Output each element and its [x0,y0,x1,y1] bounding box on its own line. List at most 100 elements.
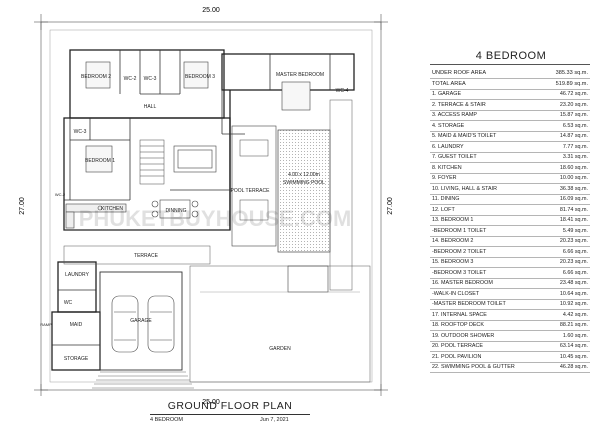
schedule-value: 23.48 sq.m. [559,280,588,286]
schedule-label: -BEDROOM 3 TOILET [432,269,487,276]
schedule-value: 10.92 sq.m. [559,301,588,307]
room-wc-2b: WC-2 [55,192,66,197]
room-laundry: LAUNDRY [65,272,89,278]
schedule-label: 22. SWIMMING POOL & GUTTER [432,364,515,370]
schedule-value: 7.77 sq.m. [562,143,588,150]
room-hall: HALL [144,104,157,110]
room-wc-3: WC-3 [144,76,157,82]
room-pool-size: 4.00 x 12.00m [288,172,320,178]
schedule-label: TOTAL AREA [432,80,466,87]
drawing-date: Jun 7, 2021 [260,417,289,423]
room-dining: DINNING [165,208,186,214]
schedule-row: 12. LOFT 81.74 sq.m. [430,205,590,216]
schedule-rule [430,64,590,65]
room-garage: GARAGE [130,318,152,324]
schedule-label: 17. INTERNAL SPACE [432,311,487,318]
schedule-row: 21. POOL PAVILION 10.45 sq.m. [430,352,590,363]
schedule-title: 4 BEDROOM [475,50,547,62]
schedule-row: 6. LAUNDRY 7.77 sq.m. [430,142,590,153]
schedule-label: -BEDROOM 2 TOILET [432,248,487,255]
schedule-row: -MASTER BEDROOM TOILET 10.92 sq.m. [430,299,590,310]
schedule-value: 46.72 sq.m. [559,91,588,97]
room-ramp: RAMP [40,322,52,327]
schedule-label: 4. STORAGE [432,122,465,129]
schedule-row: 5. MAID & MAID'S TOILET 14.87 sq.m. [430,131,590,142]
schedule-row: 20. POOL TERRACE 63.14 sq.m. [430,341,590,352]
schedule-value: 88.21 sq.m. [559,322,588,328]
room-swimming-pool: SWIMMING POOL [283,180,325,186]
schedule-label: -BEDROOM 1 TOILET [432,227,487,234]
dim-right: 27.00 [387,197,394,215]
schedule-value: 6.66 sq.m. [562,269,588,276]
room-garden: GARDEN [269,346,291,352]
schedule-value: 63.14 sq.m. [559,343,588,349]
room-pool-terrace: POOL TERRACE [231,188,271,194]
schedule-row: 18. ROOFTOP DECK 88.21 sq.m. [430,320,590,331]
schedule-label: 16. MASTER BEDROOM [432,280,493,286]
schedule-row: TOTAL AREA 519.89 sq.m. [430,79,590,90]
schedule-value: 23.20 sq.m. [559,101,588,108]
schedule-value: 16.09 sq.m. [559,196,588,202]
schedule-value: 4.42 sq.m. [562,311,588,318]
room-bedroom-1: BEDROOM 1 [85,158,115,164]
schedule-value: 5.49 sq.m. [562,227,588,234]
schedule-value: 519.89 sq.m. [555,80,588,87]
room-kitchen: KITCHEN [101,206,123,212]
schedule-label: 21. POOL PAVILION [432,353,482,360]
room-wc-2: WC-2 [124,76,137,82]
drawing-title-rule [150,414,310,415]
watermark: PHUKETBUYHOUSE.COM [79,206,352,231]
dim-left: 27.00 [19,197,26,215]
schedule-value: 3.31 sq.m. [562,154,588,160]
schedule-label: 9. FOYER [432,175,457,181]
schedule-value: 1.60 sq.m. [562,332,588,339]
room-wc-4: WC-4 [336,88,349,94]
schedule-row: UNDER ROOF AREA 385.33 sq.m. [430,68,590,79]
schedule-value: 10.45 sq.m. [559,353,588,360]
schedule-value: 385.33 sq.m. [555,70,588,76]
schedule-row: 1. GARAGE 46.72 sq.m. [430,89,590,100]
room-master-bedroom: MASTER BEDROOM [276,72,324,78]
schedule-label: 10. LIVING, HALL & STAIR [432,185,498,192]
schedule-label: 14. BEDROOM 2 [432,238,474,244]
schedule-label: 20. POOL TERRACE [432,343,483,349]
schedule-label: 15. BEDROOM 3 [432,259,474,265]
schedule-value: 81.74 sq.m. [559,206,588,213]
schedule-value: 46.28 sq.m. [559,364,588,370]
room-maid: MAID [70,322,83,328]
schedule-label: -WALK-IN CLOSET [432,290,480,297]
drawing-title: GROUND FLOOR PLAN [167,400,293,412]
schedule-value: 36.38 sq.m. [559,185,588,192]
schedule-label: 18. ROOFTOP DECK [432,322,484,328]
schedule-label: 6. LAUNDRY [432,143,464,150]
schedule-label: 3. ACCESS RAMP [432,112,477,118]
schedule-row: 17. INTERNAL SPACE 4.42 sq.m. [430,310,590,321]
schedule-value: 14.87 sq.m. [559,133,588,139]
schedule-label: 1. GARAGE [432,91,462,97]
schedule-label: -MASTER BEDROOM TOILET [432,301,506,307]
schedule-label: 5. MAID & MAID'S TOILET [432,133,497,139]
schedule-row: -BEDROOM 1 TOILET 5.49 sq.m. [430,226,590,237]
schedule-row: -BEDROOM 3 TOILET 6.66 sq.m. [430,268,590,279]
dim-bottom: 25.00 [202,399,220,406]
schedule-value: 20.23 sq.m. [559,259,588,265]
schedule-row: 19. OUTDOOR SHOWER 1.60 sq.m. [430,331,590,342]
schedule-row: 16. MASTER BEDROOM 23.48 sq.m. [430,278,590,289]
schedule-value: 18.60 sq.m. [559,164,588,171]
schedule-label: UNDER ROOF AREA [432,70,487,76]
schedule-label: 12. LOFT [432,206,455,213]
schedule-value: 20.23 sq.m. [559,238,588,244]
schedule-value: 18.41 sq.m. [559,217,588,223]
schedule-row: 10. LIVING, HALL & STAIR 36.38 sq.m. [430,184,590,195]
floor-plan-drawing: 25.00 25.00 27.00 27.00 [19,7,394,406]
schedule-label: 19. OUTDOOR SHOWER [432,332,495,339]
room-terrace: TERRACE [134,253,159,259]
